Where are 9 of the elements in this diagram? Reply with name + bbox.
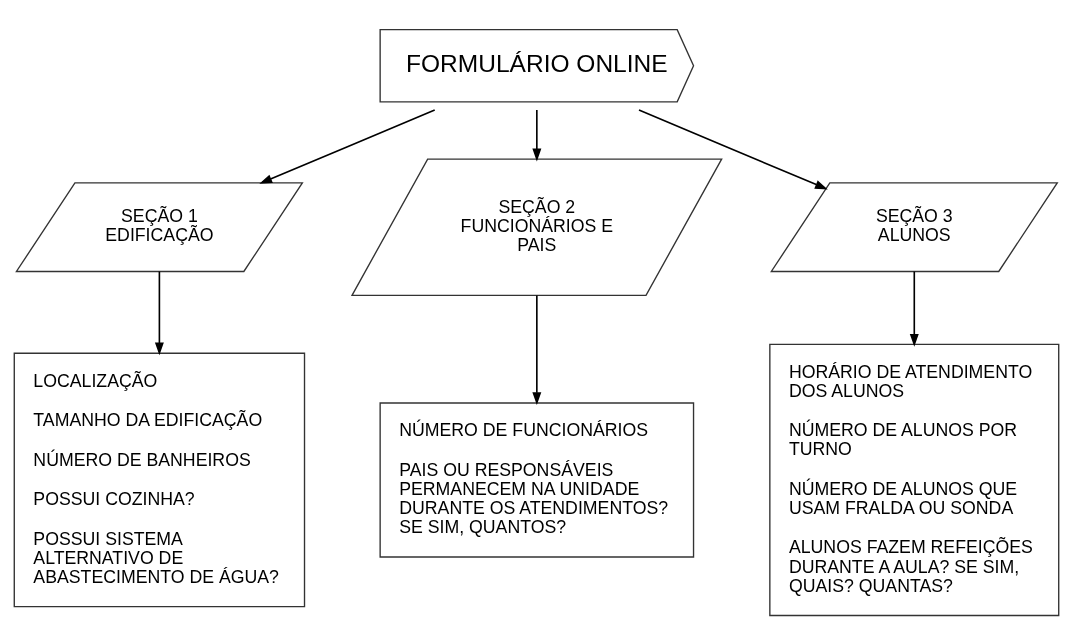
- arrow: [909, 270, 919, 347]
- node-box: NÚMERO DE FUNCIONÁRIOS PAIS OU RESPONSÁVEIS PERMANECEM NA UNIDADE DURANTE OS ATENDIMENTOS? SE SIM, QUANTOS?: [379, 401, 695, 558]
- arrow: [154, 270, 164, 355]
- node-box: HORÁRIO DE ATENDIMENTO DOS ALUNOS NÚMERO DE ALUNOS POR TURNO NÚMERO DE ALUNOS QUE USAM FRALDA OU SONDA ALUNOS FAZEM REFEIÇÕES DURANTE A AULA? SE SIM, QUAIS? QUANTAS?: [769, 343, 1060, 616]
- arrow: [638, 108, 828, 189]
- arrow: [532, 108, 542, 161]
- node-box: LOCALIZAÇÃO TAMANHO DA EDIFICAÇÃO NÚMERO DE BANHEIROS POSSUI COZINHA? POSSUI SISTEMA ALTERNATIVO DE ABASTECIMENTO DE ÁGUA?: [13, 352, 306, 607]
- arrow: [259, 108, 436, 184]
- arrow: [532, 294, 542, 405]
